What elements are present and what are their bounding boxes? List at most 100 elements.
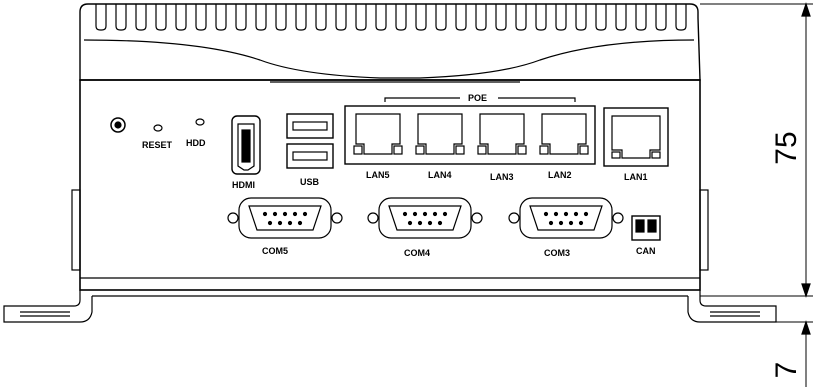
db9-pin-icon — [432, 211, 438, 217]
lan-led-icon — [455, 145, 465, 155]
heatsink-fin — [135, 4, 147, 31]
top-cover — [79, 3, 701, 81]
db9-pin-icon — [543, 211, 549, 217]
db9-pin-icon — [267, 220, 273, 226]
db9-pin-icon — [558, 220, 564, 226]
heatsink-fin — [315, 4, 327, 31]
poe-label: POE — [468, 93, 487, 103]
lan-port-icon — [479, 113, 525, 155]
heatsink-fin — [495, 4, 507, 31]
heatsink-fin — [155, 4, 167, 31]
dimension-foot-label: 7 — [770, 362, 803, 379]
lan1-port-frame — [603, 107, 669, 167]
com-ports — [227, 197, 624, 239]
lan-led-icon — [415, 145, 425, 155]
heatsink-fin — [415, 4, 427, 31]
heatsink-fin — [175, 4, 187, 31]
db9-pin-icon — [548, 220, 554, 226]
db9-face-icon — [529, 205, 603, 231]
lan1-label: LAN1 — [624, 172, 648, 182]
db9-pin-icon — [563, 211, 569, 217]
heatsink-fin — [335, 4, 347, 31]
poe-bracket — [384, 97, 576, 102]
heatsink-fins — [95, 4, 687, 31]
can-pin-1 — [635, 219, 645, 233]
com3-label: COM3 — [544, 248, 570, 258]
dim-arrow-foot — [801, 320, 811, 335]
screw-icon — [612, 212, 624, 224]
heatsink-fin — [475, 4, 487, 31]
can-pin-2 — [647, 219, 657, 233]
lan2-label: LAN2 — [548, 170, 572, 180]
heatsink-fin — [395, 4, 407, 31]
db9-face-icon — [388, 205, 462, 231]
usb-port-bottom-icon — [286, 143, 334, 169]
left-mounting-foot — [3, 290, 93, 323]
dimension-height-label: 75 — [770, 131, 803, 164]
heatsink-fin — [675, 4, 687, 31]
right-flange — [699, 189, 709, 271]
heatsink-fin — [115, 4, 127, 31]
com4-label: COM4 — [404, 248, 430, 258]
heatsink-fin — [275, 4, 287, 31]
heatsink-fin — [255, 4, 267, 31]
usb-port-top-icon — [286, 113, 334, 139]
db9-pin-icon — [583, 211, 589, 217]
heatsink-fin — [295, 4, 307, 31]
screw-icon — [508, 212, 520, 224]
lan-led-icon — [517, 145, 527, 155]
usb-port-bottom-tongue — [292, 151, 328, 161]
lan-ports — [353, 113, 589, 155]
right-mounting-foot — [687, 290, 777, 323]
lan-led-icon — [393, 145, 403, 155]
lan1-port-icon — [611, 115, 661, 159]
reset-hole-icon — [153, 124, 163, 132]
lan3-label: LAN3 — [490, 172, 514, 182]
lan-port-icon — [417, 113, 463, 155]
db9-pin-icon — [578, 220, 584, 226]
db9-pin-icon — [297, 220, 303, 226]
can-label: CAN — [636, 246, 656, 256]
lan-port-icon — [355, 113, 401, 155]
db9-pin-icon — [437, 220, 443, 226]
heatsink-fin — [575, 4, 587, 31]
db9-pin-icon — [442, 211, 448, 217]
db9-pin-icon — [553, 211, 559, 217]
lan4-label: LAN4 — [428, 170, 452, 180]
lan1-led-right — [651, 151, 661, 159]
heatsink-fin — [355, 4, 367, 31]
can-connector-icon — [631, 215, 661, 241]
screw-icon — [367, 212, 379, 224]
lan5-label: LAN5 — [366, 170, 390, 180]
db9-pin-icon — [287, 220, 293, 226]
com5-label: COM5 — [262, 246, 288, 256]
heatsink-fin — [555, 4, 567, 31]
db9-pin-icon — [292, 211, 298, 217]
heatsink-fin — [435, 4, 447, 31]
heatsink-fin — [215, 4, 227, 31]
db9-pin-icon — [412, 211, 418, 217]
heatsink-fin — [235, 4, 247, 31]
heatsink-fin — [535, 4, 547, 31]
heatsink-fin — [655, 4, 667, 31]
lan-led-icon — [539, 145, 549, 155]
db9-pin-icon — [417, 220, 423, 226]
poe-lan-block — [344, 105, 596, 165]
heatsink-fin — [615, 4, 627, 31]
heatsink-fin — [455, 4, 467, 31]
db9-shell-icon — [238, 197, 332, 239]
db9-pin-icon — [272, 211, 278, 217]
heatsink-fin — [375, 4, 387, 31]
db9-shell-icon — [519, 197, 613, 239]
usb-label: USB — [300, 177, 320, 187]
heatsink-fin — [195, 4, 207, 31]
power-button-inner — [114, 121, 122, 129]
hdd-led-icon — [195, 118, 205, 126]
lan1-led-left — [611, 151, 621, 159]
usb-port-top-tongue — [292, 121, 328, 131]
heatsink-fin — [635, 4, 647, 31]
screw-icon — [331, 212, 343, 224]
db9-pin-icon — [568, 220, 574, 226]
db9-pin-icon — [282, 211, 288, 217]
